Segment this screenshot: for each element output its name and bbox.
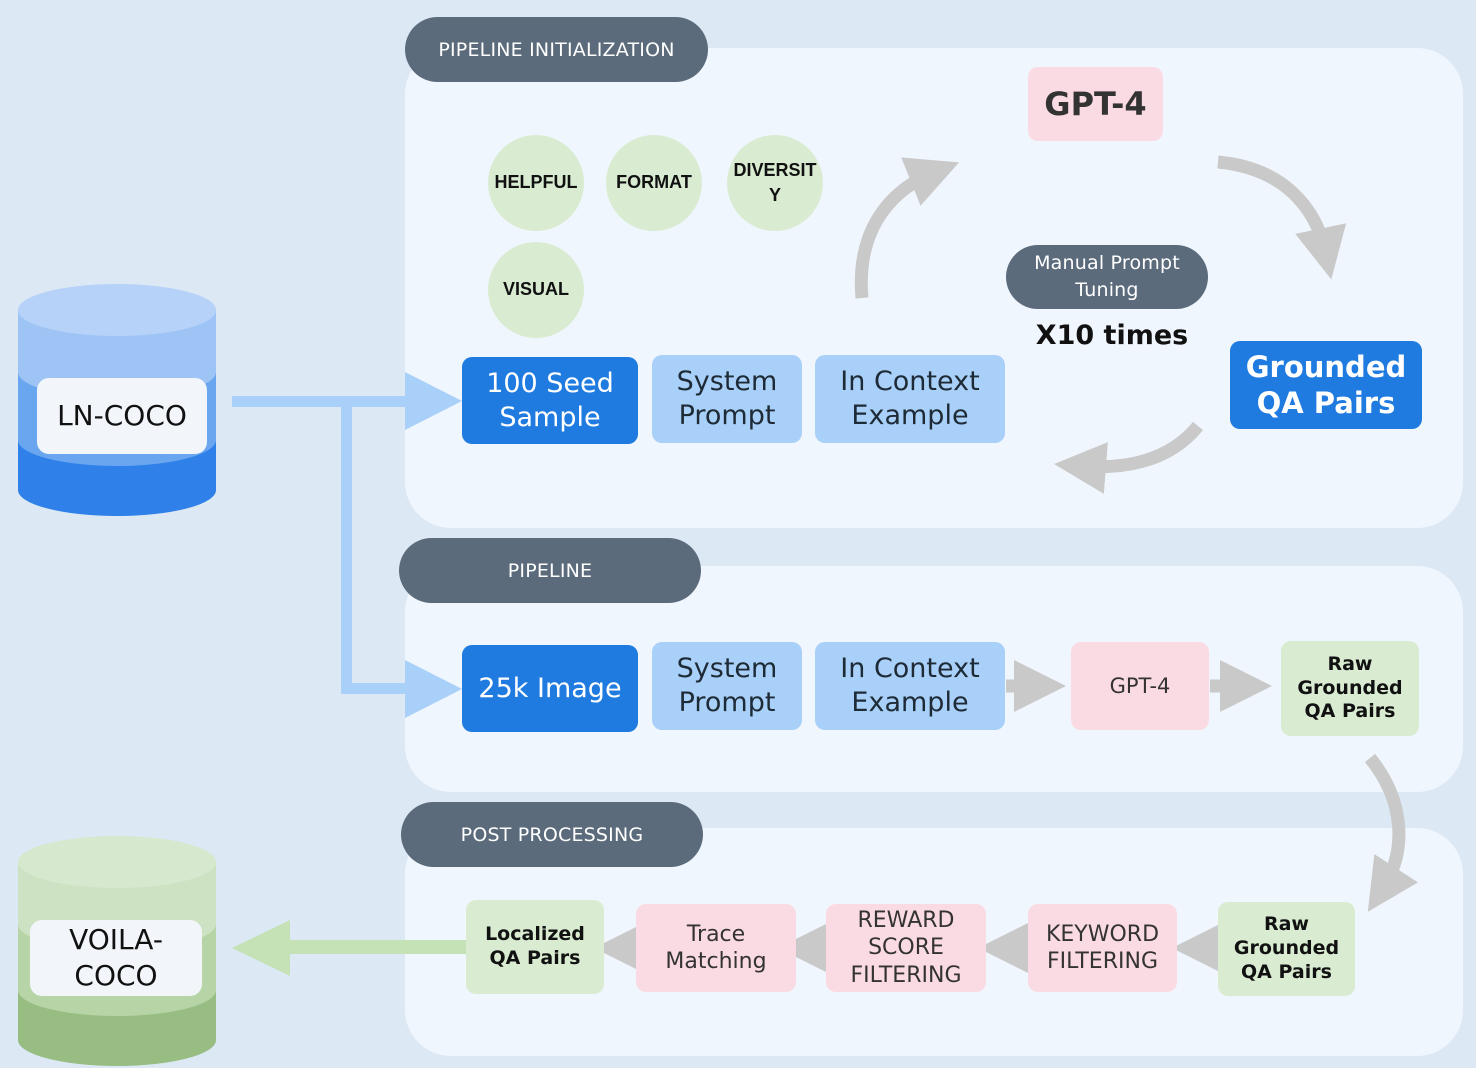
criterion-visual: VISUAL <box>488 242 584 338</box>
source-connector <box>232 372 462 718</box>
keyword-filtering-box: KEYWORD FILTERING <box>1028 904 1177 992</box>
image-box: 25k Image <box>462 645 638 732</box>
output-arrow <box>232 920 466 976</box>
pipeline-gpt4-box: GPT-4 <box>1071 642 1209 730</box>
init-system-prompt-box: System Prompt <box>652 355 802 443</box>
repeat-count-label: X10 times <box>1035 320 1189 351</box>
reward-score-filtering-box: REWARD SCORE FILTERING <box>826 904 986 992</box>
init-gpt4-box: GPT-4 <box>1028 67 1163 141</box>
manual-prompt-tuning-pill: Manual Prompt Tuning <box>1006 245 1208 309</box>
criterion-format: FORMAT <box>606 135 702 231</box>
cycle-arrow-back <box>1054 421 1204 494</box>
voila-coco-label: VOILA- COCO <box>30 920 202 996</box>
seed-sample-box: 100 Seed Sample <box>462 357 638 444</box>
ln-coco-label: LN-COCO <box>37 378 207 454</box>
criterion-helpful: HELPFUL <box>488 135 584 231</box>
cycle-arrow-right <box>1217 155 1347 280</box>
post-raw-qa-box: Raw Grounded QA Pairs <box>1218 902 1355 996</box>
section-pipeline-initialization: PIPELINE INITIALIZATION <box>405 17 708 82</box>
pipeline-in-context-box: In Context Example <box>815 642 1005 730</box>
pipeline-raw-qa-box: Raw Grounded QA Pairs <box>1281 641 1419 736</box>
pipeline-to-post-arrow <box>1364 753 1418 912</box>
init-grounded-qa-box: Grounded QA Pairs <box>1230 341 1422 429</box>
init-in-context-box: In Context Example <box>815 355 1005 443</box>
section-pipeline: PIPELINE <box>399 538 701 603</box>
localized-qa-box: Localized QA Pairs <box>466 900 604 994</box>
pipeline-system-prompt-box: System Prompt <box>652 642 802 730</box>
cycle-arrow-up <box>854 157 960 299</box>
criterion-diversity: DIVERSIT Y <box>727 135 823 231</box>
trace-matching-box: Trace Matching <box>636 904 796 992</box>
section-post-processing: POST PROCESSING <box>401 802 703 867</box>
